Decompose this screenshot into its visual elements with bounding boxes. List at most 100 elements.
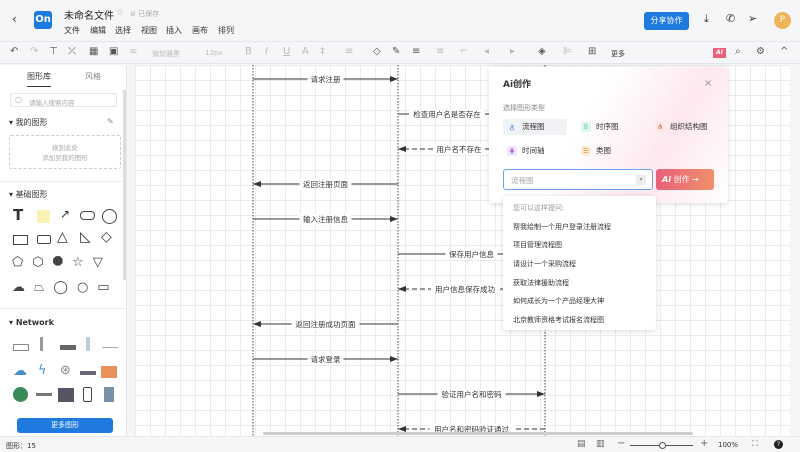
message-arrow[interactable]: 验证用户名和密码: [398, 389, 545, 399]
create-button[interactable]: Ai 创作 →: [656, 169, 714, 190]
download-icon[interactable]: ⤓: [704, 12, 709, 25]
message-arrow[interactable]: 返回注册成功页面: [253, 319, 398, 329]
font-select[interactable]: 微软雅黑: [152, 50, 180, 58]
back-icon[interactable]: ‹: [12, 12, 17, 26]
zoom-in-icon[interactable]: +: [700, 438, 709, 449]
prompt-input[interactable]: 流程图 ▾: [503, 169, 653, 190]
suggestion-item[interactable]: 项目管理流程图: [513, 241, 562, 249]
find-icon[interactable]: ⌕: [735, 46, 741, 57]
shape-triangle[interactable]: △: [57, 229, 68, 245]
sidebar-scrollbar[interactable]: [123, 90, 126, 280]
shape-right-triangle[interactable]: ◺: [80, 229, 91, 245]
font-size-select[interactable]: 12px: [205, 49, 223, 57]
font-color-icon[interactable]: A: [302, 46, 309, 57]
hub-icon[interactable]: [80, 371, 96, 375]
shape-row-4[interactable]: ☁⏢◯○▭: [12, 280, 119, 295]
ai-button[interactable]: AI: [713, 48, 726, 58]
cloud-icon[interactable]: ☁: [13, 363, 27, 379]
shape-note[interactable]: [37, 210, 50, 223]
tower-icon[interactable]: [86, 337, 90, 351]
tab-style[interactable]: 风格: [85, 72, 101, 81]
globe-icon[interactable]: [13, 387, 28, 402]
shape-rect[interactable]: [13, 235, 28, 245]
type-org-chart[interactable]: ⋔组织结构图: [655, 119, 708, 135]
suggestion-item[interactable]: 如何成长为一个产品经理大神: [513, 297, 604, 305]
mobile-icon[interactable]: [83, 387, 92, 402]
avatar[interactable]: P: [774, 12, 791, 29]
dropdown-icon[interactable]: ▾: [636, 175, 646, 185]
table-icon[interactable]: ▦: [89, 46, 99, 57]
horizontal-scrollbar[interactable]: [263, 432, 693, 435]
suggestion-item[interactable]: 帮我绘制一个用户登录注册流程: [513, 223, 611, 231]
basic-shapes-header[interactable]: ▾ 基础图形: [9, 190, 48, 199]
fax-icon[interactable]: [58, 388, 74, 402]
menu-view[interactable]: 视图: [141, 26, 157, 35]
network-header[interactable]: ▾ Network: [9, 318, 54, 327]
phone-icon[interactable]: ✆: [726, 12, 736, 25]
layout-icon[interactable]: ▤: [577, 439, 586, 449]
my-shapes-dropzone[interactable]: 拖到此处添加到我的图形: [9, 135, 121, 169]
type-sequence[interactable]: ⌷时序图: [581, 119, 619, 135]
close-icon[interactable]: ×: [704, 78, 713, 89]
tab-shapes[interactable]: 图形库: [27, 71, 51, 87]
switch-icon[interactable]: [60, 345, 76, 350]
settings-icon[interactable]: ⚙: [756, 46, 765, 57]
menu-arrange[interactable]: 排列: [218, 26, 234, 35]
shape-arrow[interactable]: ↗: [60, 207, 71, 221]
search-input[interactable]: ○ 请输入搜索内容: [10, 93, 117, 107]
format-painter-icon[interactable]: ⊤: [49, 46, 58, 57]
help-icon[interactable]: ?: [774, 440, 783, 449]
edit-icon[interactable]: ✎: [107, 117, 114, 126]
underline-icon[interactable]: U: [283, 46, 291, 57]
building-icon[interactable]: [104, 387, 114, 402]
shape-row-3[interactable]: ⬠⬡⯃☆▽: [12, 255, 112, 270]
suggestion-item[interactable]: 获取法律援助流程: [513, 279, 569, 287]
fill-color-icon[interactable]: ◇: [373, 46, 381, 57]
menu-insert[interactable]: 插入: [166, 26, 182, 35]
more-shapes-button[interactable]: 更多图形: [17, 418, 113, 433]
group-icon[interactable]: ⊞: [588, 46, 597, 57]
fullscreen-icon[interactable]: ⛶: [752, 439, 758, 448]
image-icon[interactable]: ▣: [109, 46, 119, 57]
type-class-diagram[interactable]: ☰类图: [581, 143, 611, 159]
collapse-icon[interactable]: ^: [780, 46, 789, 57]
layer-icon[interactable]: ◈: [538, 46, 546, 57]
more-button[interactable]: 更多: [611, 50, 625, 58]
clear-format-icon[interactable]: ⤫: [68, 46, 76, 57]
menu-canvas[interactable]: 画布: [192, 26, 208, 35]
firewall-icon[interactable]: [101, 366, 117, 378]
message-arrow[interactable]: 输入注册信息: [253, 214, 398, 224]
star-icon[interactable]: ☆: [116, 8, 125, 18]
router-icon[interactable]: [13, 344, 29, 351]
shape-diamond[interactable]: ◇: [101, 229, 112, 245]
shape-rounded-rect[interactable]: [80, 211, 95, 220]
connector-icon[interactable]: ⌐: [460, 46, 469, 57]
cable-icon[interactable]: [102, 347, 118, 348]
align-objects-icon[interactable]: ⊫: [563, 46, 572, 57]
lightning-icon[interactable]: ϟ: [38, 363, 47, 378]
share-button[interactable]: 分享协作: [644, 12, 689, 30]
menu-file[interactable]: 文件: [64, 26, 80, 35]
map-icon[interactable]: ▥: [596, 439, 605, 449]
suggestion-item[interactable]: 北京教师资格考试报名流程图: [513, 316, 604, 324]
send-icon[interactable]: ➢: [748, 12, 758, 25]
message-arrow[interactable]: 用户名和密码验证通过: [398, 424, 545, 434]
undo-icon[interactable]: ↶: [10, 46, 19, 57]
zoom-out-icon[interactable]: −: [617, 438, 626, 449]
satellite-icon[interactable]: ⊛: [60, 363, 71, 378]
line-height-icon[interactable]: ‡: [320, 46, 325, 57]
antenna-icon[interactable]: [40, 337, 43, 351]
menu-select[interactable]: 选择: [115, 26, 131, 35]
arrow-start-icon[interactable]: ◂: [484, 46, 490, 57]
shape-circle[interactable]: [102, 209, 117, 224]
shape-rect-2[interactable]: [37, 235, 51, 244]
message-arrow[interactable]: 请求登录: [253, 354, 398, 364]
file-title[interactable]: 未命名文件: [64, 11, 114, 22]
arrow-end-icon[interactable]: ▸: [510, 46, 516, 57]
suggestion-item[interactable]: 请设计一个采购流程: [513, 260, 576, 268]
server-icon[interactable]: [36, 393, 52, 396]
shape-text[interactable]: T: [13, 206, 24, 224]
bold-icon[interactable]: B: [245, 46, 252, 57]
menu-edit[interactable]: 编辑: [90, 26, 106, 35]
